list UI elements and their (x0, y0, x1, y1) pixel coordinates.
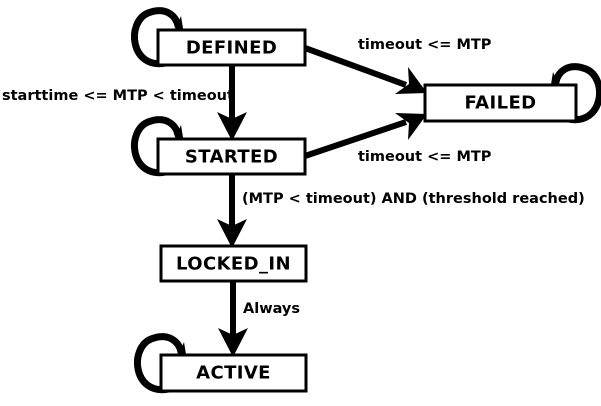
edge-started-to-locked-in (217, 173, 247, 248)
state-box[interactable] (159, 244, 308, 283)
state-node-locked-in[interactable]: LOCKED_IN (159, 244, 308, 283)
edge-defined-to-failed (303, 45, 427, 94)
state-node-started[interactable]: STARTED (156, 137, 307, 176)
state-label-locked-in: LOCKED_IN (176, 254, 291, 275)
edge-label-locked-in-to-active: Always (243, 301, 300, 317)
state-box[interactable] (156, 137, 307, 176)
edge-label-defined-to-failed: timeout <= MTP (358, 37, 492, 53)
arrow-head (218, 328, 248, 357)
state-label-started: STARTED (185, 147, 278, 168)
loop-path (134, 333, 185, 394)
edge-label-started-to-failed: timeout <= MTP (358, 149, 492, 165)
edge-line (304, 119, 407, 159)
state-node-active[interactable]: ACTIVE (159, 353, 308, 393)
arrow-head (217, 112, 247, 141)
state-label-active: ACTIVE (196, 363, 271, 384)
loop-path (131, 116, 182, 177)
state-label-failed: FAILED (465, 93, 537, 114)
state-box[interactable] (159, 353, 308, 393)
edge-started-to-failed (304, 113, 427, 159)
state-node-failed[interactable]: FAILED (423, 83, 578, 123)
state-label-defined: DEFINED (186, 38, 277, 59)
arrow-head (395, 113, 427, 140)
state-node-defined[interactable]: DEFINED (156, 28, 307, 67)
edge-locked-in-to-active (218, 281, 248, 357)
loop-path (131, 7, 182, 68)
edge-defined-to-started (217, 64, 247, 141)
state-box[interactable] (156, 28, 307, 67)
arrow-head (395, 67, 427, 94)
loop-path (552, 63, 601, 124)
edge-label-started-to-locked-in: (MTP < timeout) AND (threshold reached) (242, 191, 585, 207)
edge-label-defined-to-started: starttime <= MTP < timeout (2, 88, 234, 104)
state-box[interactable] (423, 83, 578, 123)
edge-line (303, 45, 408, 88)
arrow-head (217, 219, 247, 248)
